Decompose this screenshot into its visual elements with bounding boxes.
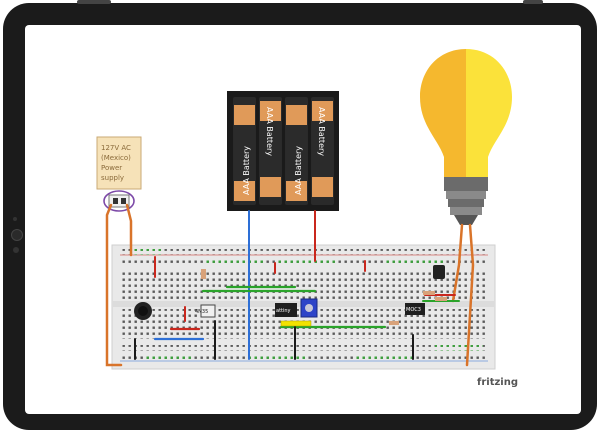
light-bulb <box>420 49 512 225</box>
camera-ring <box>11 229 23 241</box>
wire-supply-right <box>125 203 133 257</box>
chip-attiny-body <box>275 303 297 317</box>
sensor-dot <box>13 247 19 253</box>
power-button <box>523 0 543 4</box>
triac <box>433 265 445 279</box>
power-supply-module: 127V AC (Mexico) Power supply <box>96 136 142 212</box>
volume-button <box>77 0 111 4</box>
breadboard <box>111 244 496 370</box>
wires <box>105 203 475 367</box>
camera-dot <box>13 217 17 221</box>
power-supply-line1: 127V AC <box>101 144 131 152</box>
wire-bulb-2 <box>465 223 475 367</box>
battery-pack: AAA Battery AAA Battery AAA <box>227 91 339 211</box>
battery-label-3: AAA Battery <box>294 146 303 195</box>
battery-label-4: AAA Battery <box>317 107 326 156</box>
power-supply-line2: (Mexico) <box>101 154 131 162</box>
battery-cell-4: AAA Battery <box>311 97 334 205</box>
battery-cell-2: AAA Battery <box>259 97 282 205</box>
battery-label-1: AAA Battery <box>242 146 251 195</box>
power-supply-line3: Power <box>101 164 122 172</box>
circuit-diagram: 127V AC (Mexico) Power supply <box>96 49 518 388</box>
battery-cell-1: AAA Battery <box>233 97 256 205</box>
screen: 127V AC (Mexico) Power supply <box>25 25 581 414</box>
power-supply-line4: supply <box>101 174 124 182</box>
chip-attiny: attiny <box>276 308 291 314</box>
chip-moc3: MOC3 <box>406 307 421 313</box>
battery-cell-3: AAA Battery <box>285 97 308 205</box>
wire-supply-left <box>105 203 123 367</box>
fritzing-logo: fritzing <box>477 377 518 388</box>
wire-bulb-1 <box>451 223 464 303</box>
battery-label-2: AAA Battery <box>265 107 274 156</box>
tablet-frame: 127V AC (Mexico) Power supply <box>3 0 597 430</box>
connector-ring <box>103 190 135 212</box>
chip-4n35: 4N35 <box>195 309 208 315</box>
components: 4N35 attiny MOC3 <box>134 265 447 327</box>
